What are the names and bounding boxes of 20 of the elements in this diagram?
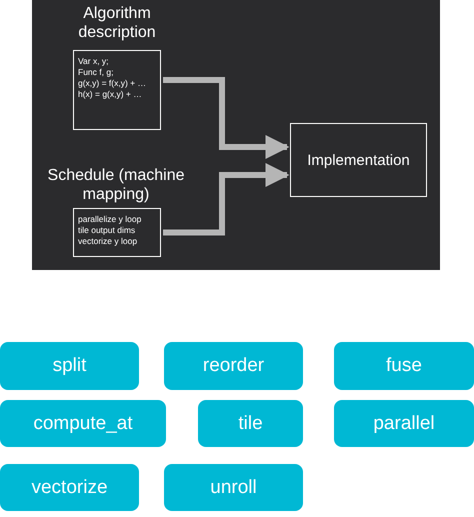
code-line: tile output dims <box>78 225 136 236</box>
operation-tag: fuse <box>334 342 474 390</box>
operation-tag: unroll <box>164 464 303 511</box>
code-line: Var x, y; <box>78 56 110 67</box>
heading: Schedule (machine mapping) <box>46 166 186 204</box>
operation-tag: tile <box>198 400 303 447</box>
heading: Algorithm description <box>77 4 157 42</box>
code-line: g(x,y) = f(x,y) + … <box>78 78 148 89</box>
operation-tag: reorder <box>164 342 303 390</box>
operation-tag: split <box>0 342 139 390</box>
operation-tag: vectorize <box>0 464 139 511</box>
arrow <box>163 77 290 159</box>
output-box: Implementation <box>290 123 427 197</box>
code-line: Func f, g; <box>78 67 114 78</box>
code-line: vectorize y loop <box>78 236 138 247</box>
code-line: h(x) = g(x,y) + … <box>78 89 143 100</box>
code-line: parallelize y loop <box>78 214 142 225</box>
arrow <box>163 163 290 236</box>
operation-tag: parallel <box>334 400 474 447</box>
operation-tag: compute_at <box>0 400 166 447</box>
